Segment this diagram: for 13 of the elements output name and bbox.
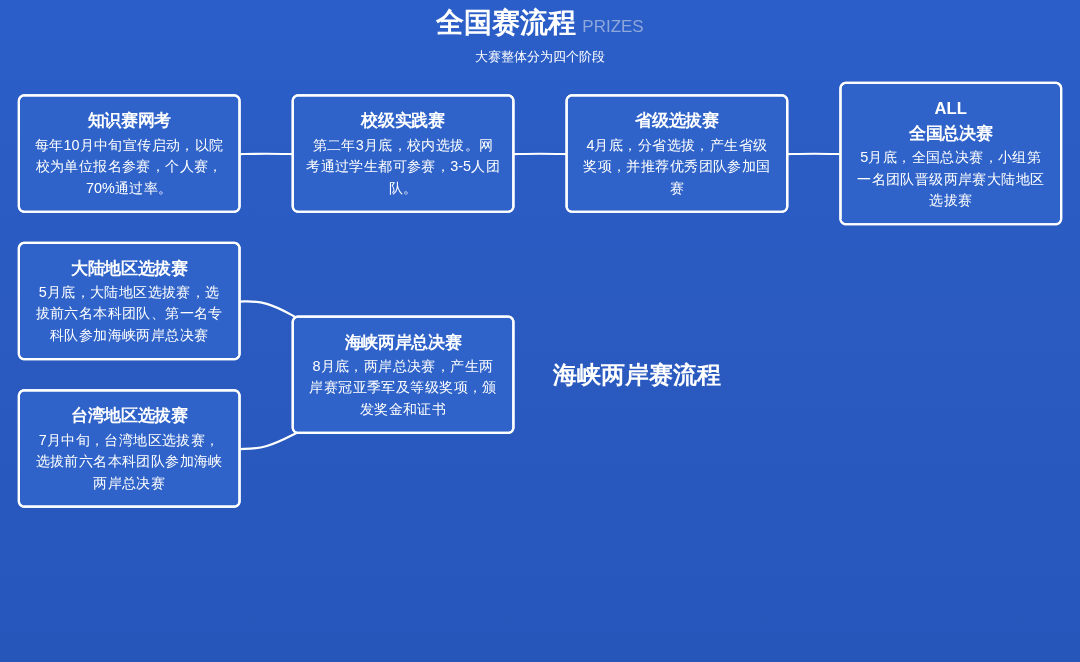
title-suffix: PRIZES	[582, 17, 644, 37]
section-heading: 海峡两岸赛流程	[553, 359, 722, 390]
connector-line	[240, 432, 297, 451]
title: 全国赛流程	[436, 6, 577, 40]
stage-box: 大陆地区选拔赛 5月底，大陆地区选拔赛，选拔前六名本科团队、第一名专科队参加海峡两岸总决赛	[17, 241, 241, 361]
stage-box: 省级选拔赛 4月底，分省选拔，产生省级奖项，并推荐优秀团队参加国赛	[565, 94, 789, 213]
stage-box: 台湾地区选拔赛 7月中旬，台湾地区选拔赛，选拔前六名本科团队参加海峡两岸总决赛	[17, 389, 241, 508]
stage-box: 知识赛网考 每年10月中旬宣传启动，以院校为单位报名参赛，个人赛，70%通过率。	[17, 94, 241, 213]
connector-line	[240, 300, 298, 319]
stage-box: 海峡两岸总决赛 8月底，两岸总决赛，产生两岸赛冠亚季军及等级奖项，颁发奖金和证书	[291, 315, 515, 435]
stage-box: 校级实践赛 第二年3月底，校内选拔。网考通过学生都可参赛，3-5人团队。	[291, 94, 515, 213]
stage-box: ALL 全国总决赛 5月底，全国总决赛，小组第一名团队晋级两岸赛大陆地区选拔赛	[839, 81, 1063, 226]
subtitle: 大赛整体分为四个阶段	[475, 48, 605, 66]
